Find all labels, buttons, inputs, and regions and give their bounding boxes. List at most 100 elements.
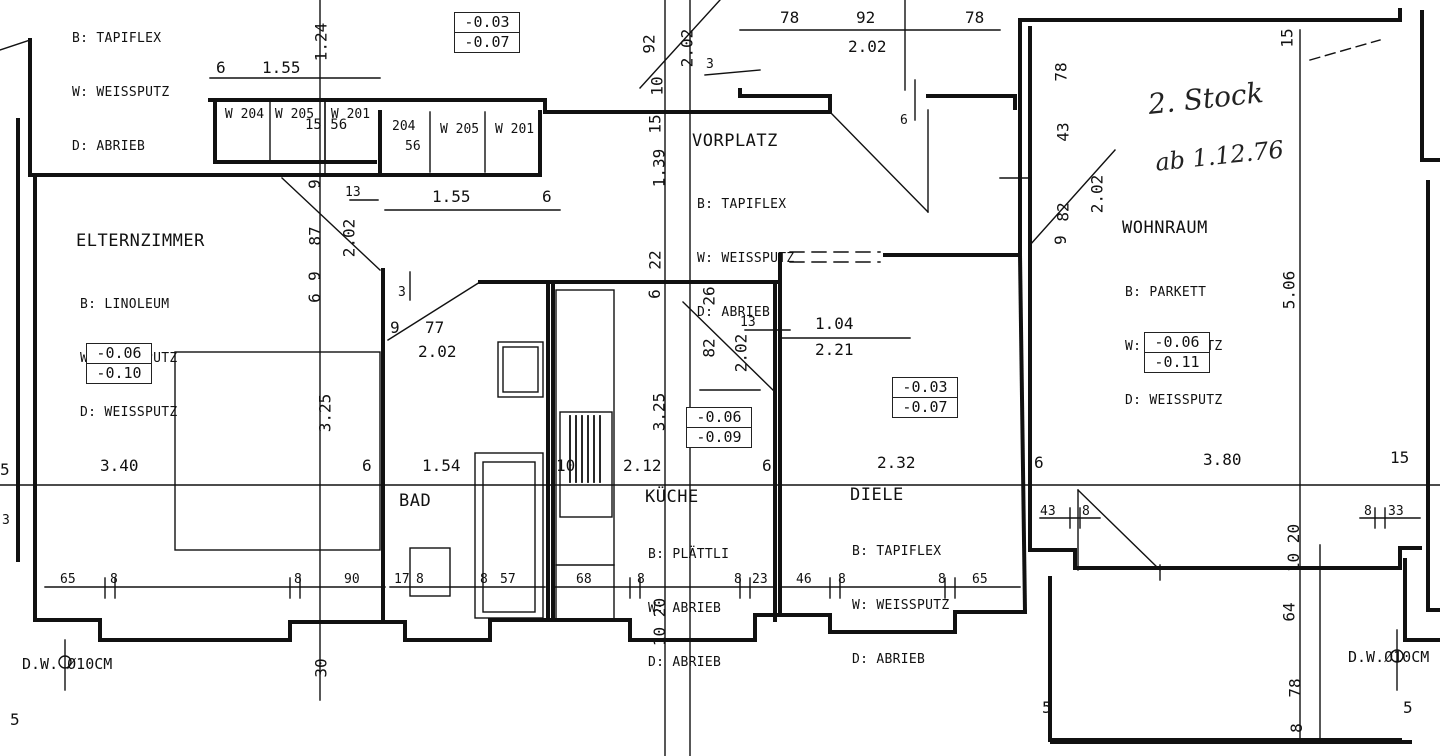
level-upper: -0.06 — [1144, 332, 1210, 353]
dim-label: 23 — [752, 572, 768, 587]
dim-label-vertical: 10 20 — [650, 597, 670, 647]
dim-label: 3 — [2, 513, 10, 528]
level-box-elternzimmer: -0.06 -0.10 — [86, 343, 152, 384]
finish-ceiling: D: ABRIEB — [852, 652, 926, 667]
dim-label-vertical: 9 — [304, 271, 324, 281]
level-lower: -0.11 — [1144, 353, 1210, 373]
dim-label: 9 — [390, 318, 400, 337]
dim-label: 3.40 — [100, 456, 139, 475]
finish-diele: B: TAPIFLEX W: WEISSPUTZ D: ABRIEB — [852, 507, 950, 687]
dim-label: 33 — [1388, 504, 1404, 519]
finish-floor: B: LINOLEUM — [80, 297, 170, 312]
finish-vorplatz-top: B: TAPIFLEX W: WEISSPUTZ D: ABRIEB — [72, 0, 170, 174]
room-name-vorplatz: VORPLATZ — [692, 131, 778, 151]
finish-ceiling: D: WEISSPUTZ — [1125, 393, 1223, 408]
dim-label-vertical: 78 — [1285, 678, 1305, 698]
wardrobe-label: W 205 — [440, 122, 480, 137]
dim-label: 90 — [344, 572, 360, 587]
dim-label-vertical: 1.24 — [311, 22, 331, 62]
dim-label-vertical: 3.25 — [649, 392, 669, 432]
dim-label: 8 — [1364, 504, 1372, 519]
dim-label: 1.54 — [422, 456, 461, 475]
finish-vorplatz: B: TAPIFLEX W: WEISSPUTZ D: ABRIEB — [697, 160, 795, 340]
dim-label: 2.02 — [848, 37, 887, 56]
dim-label-vertical: 9 — [1050, 235, 1070, 245]
level-box-diele: -0.03 -0.07 — [892, 377, 958, 418]
finish-kueche: B: PLÄTTLI W: ABRIEB D: ABRIEB — [648, 510, 729, 690]
dim-label: 8 — [734, 572, 742, 587]
dim-label: 6 — [542, 187, 552, 206]
finish-wall: W: WEISSPUTZ — [852, 598, 950, 613]
dim-label-vertical: 10 20 — [1284, 523, 1304, 573]
level-box-wohnraum: -0.06 -0.11 — [1144, 332, 1210, 373]
dim-label: 68 — [576, 572, 592, 587]
dim-label: 8 — [110, 572, 118, 587]
dim-label-vertical: 43 — [1053, 122, 1073, 142]
dim-label: 2.12 — [623, 456, 662, 475]
downspout-note-left: D.W. Ø10CM — [22, 655, 113, 673]
dim-label: 3.80 — [1203, 450, 1242, 469]
room-name-wohnraum: WOHNRAUM — [1122, 218, 1208, 238]
dim-label: 5 — [0, 460, 10, 479]
finish-ceiling: D: ABRIEB — [648, 655, 722, 670]
finish-floor: B: TAPIFLEX — [72, 31, 162, 46]
wardrobe-label: W 201 — [330, 107, 371, 122]
dim-label: 5 — [1403, 698, 1413, 717]
finish-wall: W: WEISSPUTZ — [72, 85, 170, 100]
dim-label: 2.32 — [877, 453, 916, 472]
dim-label-vertical: 92 — [639, 34, 659, 54]
finish-ceiling: D: ABRIEB — [72, 139, 146, 154]
dim-label-vertical: 1.39 — [649, 148, 669, 188]
dim-label: 8 — [1082, 504, 1090, 519]
dim-label: 6 — [900, 113, 908, 128]
dim-label: 8 — [480, 572, 488, 587]
dim-label-vertical: 2.02 — [677, 28, 697, 68]
dim-label-vertical: 82 — [1053, 202, 1073, 222]
dim-label: 6 — [362, 456, 372, 475]
dim-label-vertical: 3.25 — [315, 393, 335, 433]
dim-label: 8 — [838, 572, 846, 587]
dim-label-vertical: 15 — [645, 114, 665, 134]
dim-label: 13 — [345, 185, 361, 200]
dim-label-vertical: 82 — [699, 338, 719, 358]
dim-label: 65 — [972, 572, 988, 587]
finish-floor: B: PLÄTTLI — [648, 547, 730, 562]
dim-label: 5 — [10, 710, 20, 729]
dim-label-vertical: 22 — [645, 250, 665, 270]
dim-label: 57 — [500, 572, 516, 587]
dim-label-vertical: 8 — [1286, 723, 1306, 733]
finish-floor: B: TAPIFLEX — [852, 544, 942, 559]
room-name-kueche: KÜCHE — [645, 487, 699, 507]
dim-label-vertical: 64 — [1279, 602, 1299, 622]
dim-label: 2.21 — [815, 340, 854, 359]
level-upper: -0.06 — [686, 407, 752, 428]
dim-label: 92 — [856, 8, 876, 27]
dim-label: 6 — [762, 456, 772, 475]
dim-label: 8 — [938, 572, 946, 587]
dim-label: 8 — [416, 572, 424, 587]
finish-wall: W: WEISSPUTZ — [697, 251, 795, 266]
dim-label: 6 — [216, 58, 226, 77]
dim-label: 1.55 — [262, 58, 301, 77]
dim-label: 1.04 — [815, 314, 854, 333]
dim-label: 10 — [556, 456, 576, 475]
level-upper: -0.03 — [454, 12, 520, 33]
wardrobe-label: W 201 — [495, 122, 535, 137]
dim-label-vertical: 30 — [311, 658, 331, 678]
dim-label: 6 — [1034, 453, 1044, 472]
dim-label-vertical: 9 — [304, 179, 324, 189]
wardrobe-label: 204 — [392, 119, 416, 134]
dim-label-vertical: 6 — [644, 289, 664, 299]
dim-label: 78 — [965, 8, 985, 27]
room-name-bad: BAD — [399, 491, 432, 511]
walls — [16, 8, 1440, 744]
dim-label: 77 — [425, 318, 445, 337]
dim-label: 2.02 — [418, 342, 457, 361]
level-box-kueche: -0.06 -0.09 — [686, 407, 752, 448]
dim-label: 5 — [1042, 698, 1052, 717]
dim-label-vertical: 26 — [699, 286, 719, 306]
dim-label: 13 — [740, 315, 756, 330]
